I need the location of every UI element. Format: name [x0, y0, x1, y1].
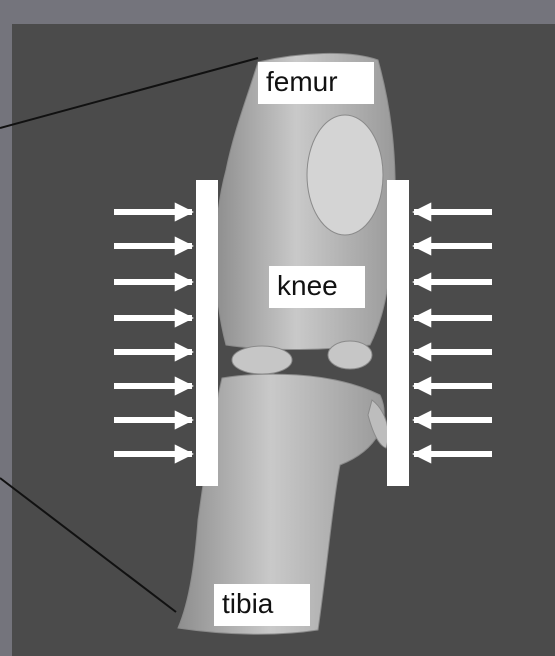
tibia-leader-line: [0, 478, 176, 612]
left-arrows: [114, 212, 192, 454]
femur-label: femur: [258, 62, 374, 104]
tibia-label: tibia: [214, 584, 310, 626]
right-arrows: [414, 212, 492, 454]
knee-label: knee: [269, 266, 365, 308]
right-compression-plate: [387, 180, 409, 486]
meniscus-left: [232, 346, 292, 374]
meniscus-right: [328, 341, 372, 369]
patella: [307, 115, 383, 235]
femur-leader-line: [0, 58, 258, 128]
left-compression-plate: [196, 180, 218, 486]
